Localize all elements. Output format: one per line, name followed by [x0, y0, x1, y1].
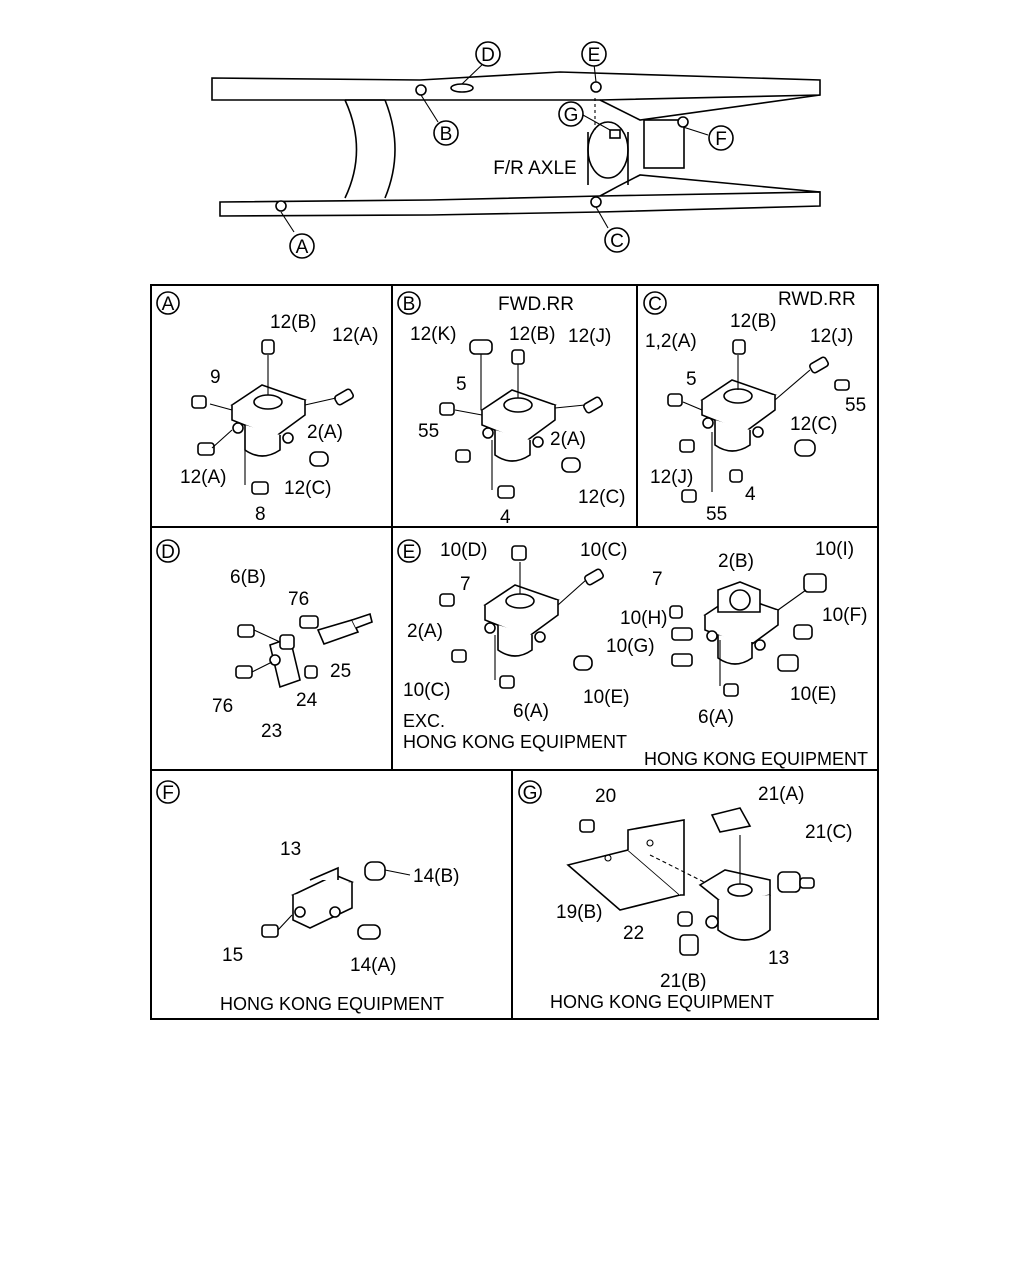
- label-24: 24: [296, 690, 318, 711]
- label-1-2a: 1,2(A): [645, 331, 697, 352]
- label-21b: 21(B): [660, 971, 706, 992]
- callout-a-label: A: [296, 237, 309, 258]
- label-7-hk: 7: [652, 569, 663, 590]
- label-55: 55: [418, 421, 439, 442]
- label-21a: 21(A): [758, 784, 804, 805]
- label-15: 15: [222, 945, 243, 966]
- label-19b: 19(B): [556, 902, 602, 923]
- label-2b: 2(B): [718, 551, 754, 572]
- callout-d: [475, 41, 501, 67]
- label-9: 9: [210, 367, 221, 388]
- callout-g-label: G: [564, 105, 579, 126]
- label-13: 13: [280, 839, 301, 860]
- note-exc-line1: EXC.: [403, 711, 445, 731]
- label-4: 4: [500, 507, 511, 528]
- label-12j-lower: 12(J): [650, 467, 693, 488]
- callout-e-label: E: [588, 45, 601, 66]
- frame-callout-leaders: [280, 61, 709, 233]
- label-2a: 2(A): [307, 422, 343, 443]
- label-12j: 12(J): [810, 326, 853, 347]
- panel-f: F 13 14(B) 15 14(A) HONG KONG EQUIPMENT: [156, 780, 459, 1014]
- label-10g: 10(G): [606, 636, 655, 657]
- panel-b-title: FWD.RR: [498, 294, 574, 315]
- label-76: 76: [288, 589, 309, 610]
- label-4: 4: [745, 484, 756, 505]
- label-55-lower: 55: [706, 504, 727, 525]
- panel-f-letter: F: [162, 783, 174, 804]
- callout-b-label: B: [440, 124, 453, 145]
- label-12c: 12(C): [578, 487, 626, 508]
- label-5: 5: [456, 374, 467, 395]
- label-2a: 2(A): [407, 621, 443, 642]
- callout-c: [604, 227, 630, 253]
- label-14a: 14(A): [350, 955, 396, 976]
- axle-label: F/R AXLE: [493, 158, 576, 179]
- note-hk: HONG KONG EQUIPMENT: [644, 749, 868, 769]
- label-14b: 14(B): [413, 866, 459, 887]
- label-12a: 12(A): [332, 325, 378, 346]
- callout-b: [433, 120, 459, 146]
- callout-d-label: D: [481, 45, 495, 66]
- label-12a-lower: 12(A): [180, 467, 226, 488]
- label-10e-hk: 10(E): [790, 684, 836, 705]
- callout-c-label: C: [610, 231, 624, 252]
- label-6b: 6(B): [230, 567, 266, 588]
- label-10h: 10(H): [620, 608, 668, 629]
- note-hk-g: HONG KONG EQUIPMENT: [550, 992, 774, 1012]
- label-12b: 12(B): [509, 324, 555, 345]
- panel-e-letter: E: [403, 542, 416, 563]
- label-10i: 10(I): [815, 539, 854, 560]
- label-12b: 12(B): [270, 312, 316, 333]
- label-12k: 12(K): [410, 324, 456, 345]
- panel-d: D 6(B) 76 25 76 24 23: [156, 539, 373, 742]
- label-6a-hk: 6(A): [698, 707, 734, 728]
- label-10f: 10(F): [822, 605, 867, 626]
- callout-g: [558, 101, 584, 127]
- panel-d-letter: D: [161, 542, 175, 563]
- note-hk-f: HONG KONG EQUIPMENT: [220, 994, 444, 1014]
- label-12j: 12(J): [568, 326, 611, 347]
- label-12c: 12(C): [284, 478, 332, 499]
- label-12c: 12(C): [790, 414, 838, 435]
- panel-g-letter: G: [523, 783, 538, 804]
- note-exc-line2: HONG KONG EQUIPMENT: [403, 732, 627, 752]
- label-7: 7: [460, 574, 471, 595]
- label-76-lower: 76: [212, 696, 233, 717]
- panel-c-letter: C: [648, 294, 662, 315]
- label-10e: 10(E): [583, 687, 629, 708]
- label-55: 55: [845, 395, 866, 416]
- panel-b: B FWD.RR 12(K) 12(B) 12(J) 5 55 2(A) 12(…: [397, 291, 626, 528]
- label-10d: 10(D): [440, 540, 488, 561]
- label-20: 20: [595, 786, 616, 807]
- label-10c: 10(C): [580, 540, 628, 561]
- callout-e: [581, 41, 607, 67]
- label-13: 13: [768, 948, 789, 969]
- chassis-frame: [211, 71, 821, 217]
- panel-a: A 12(B) 12(A) 9 2(A) 12(A) 12(C) 8: [156, 291, 378, 525]
- callout-f-label: F: [715, 129, 727, 150]
- label-21c: 21(C): [805, 822, 853, 843]
- panel-c: C RWD.RR 1,2(A) 12(B) 12(J) 5 55 12(C) 1…: [643, 289, 866, 525]
- label-25: 25: [330, 661, 351, 682]
- callout-f: [708, 125, 734, 151]
- label-8: 8: [255, 504, 266, 525]
- callout-a: [289, 233, 315, 259]
- panel-b-letter: B: [403, 294, 416, 315]
- panel-grid: [150, 284, 879, 1020]
- label-10c-lower: 10(C): [403, 680, 451, 701]
- label-6a: 6(A): [513, 701, 549, 722]
- label-23: 23: [261, 721, 282, 742]
- frame-callouts: D E B G F C A F/R AXLE: [289, 41, 734, 259]
- label-12b: 12(B): [730, 311, 776, 332]
- label-2a: 2(A): [550, 429, 586, 450]
- panel-c-title: RWD.RR: [778, 289, 856, 310]
- label-5: 5: [686, 369, 697, 390]
- label-22: 22: [623, 923, 644, 944]
- panel-g: G 20 21(A) 21(C) 19(B) 22 13 21(B) HONG …: [518, 780, 853, 1012]
- panel-e: E 10(D) 10(C) 7 2(A: [397, 539, 868, 769]
- panel-a-letter: A: [162, 294, 175, 315]
